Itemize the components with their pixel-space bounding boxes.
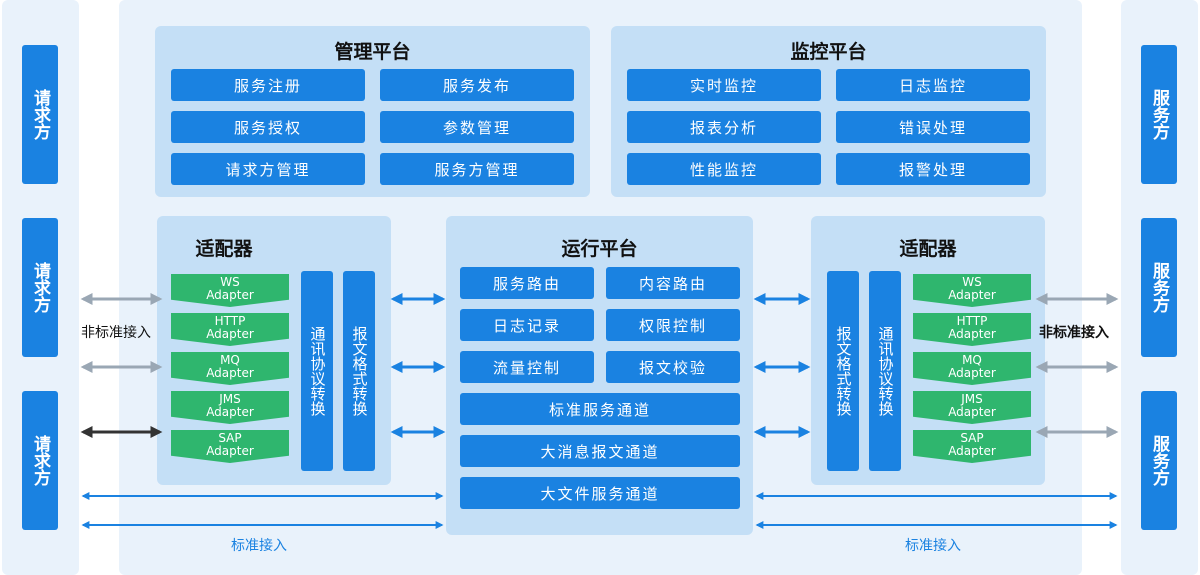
left-mq-adapter: MQ Adapter (171, 352, 289, 385)
service-routing-button: 服务路由 (460, 267, 594, 299)
provider-box-3: 服务方 (1141, 391, 1177, 530)
provider-box-2: 服务方 (1141, 218, 1177, 357)
log-monitor-button: 日志监控 (836, 69, 1030, 101)
left-adapter-title: 适配器 (195, 238, 253, 260)
monitoring-platform-title: 监控平台 (790, 41, 867, 63)
requester-manage-button: 请求方管理 (171, 153, 365, 185)
provider-manage-button: 服务方管理 (380, 153, 574, 185)
monitoring-platform: 监控平台 实时监控 日志监控 报表分析 错误处理 性能监控 报警处理 (611, 26, 1046, 197)
left-nonstandard-label: 非标准接入 (81, 325, 151, 341)
management-platform: 管理平台 服务注册 服务发布 服务授权 参数管理 请求方管理 服务方管理 (155, 26, 590, 197)
right-sap-adapter: SAP Adapter (913, 430, 1031, 463)
right-format-conversion-bar: 报文格式转换 (827, 271, 859, 471)
right-adapter-panel: 适配器 报文格式转换 通讯协议转换 WS Adapter HTTP Adapte… (811, 216, 1045, 485)
service-publish-button: 服务发布 (380, 69, 574, 101)
provider-box-1: 服务方 (1141, 45, 1177, 184)
right-protocol-conversion-bar: 通讯协议转换 (869, 271, 901, 471)
right-nonstandard-label: 非标准接入 (1039, 325, 1109, 341)
right-standard-label: 标准接入 (905, 538, 961, 554)
right-jms-adapter: JMS Adapter (913, 391, 1031, 424)
alarm-handling-button: 报警处理 (836, 153, 1030, 185)
error-handling-button: 错误处理 (836, 111, 1030, 143)
standard-service-channel: 标准服务通道 (460, 393, 740, 425)
management-platform-title: 管理平台 (334, 41, 411, 63)
requester-box-1: 请求方 (22, 45, 58, 184)
right-adapter-title: 适配器 (899, 238, 957, 260)
requester-box-3: 请求方 (22, 391, 58, 530)
right-http-adapter: HTTP Adapter (913, 313, 1031, 346)
large-message-channel: 大消息报文通道 (460, 435, 740, 467)
service-authorize-button: 服务授权 (171, 111, 365, 143)
service-register-button: 服务注册 (171, 69, 365, 101)
runtime-platform-title: 运行平台 (561, 238, 638, 260)
traffic-control-button: 流量控制 (460, 351, 594, 383)
parameter-manage-button: 参数管理 (380, 111, 574, 143)
right-ws-adapter: WS Adapter (913, 274, 1031, 307)
left-ws-adapter: WS Adapter (171, 274, 289, 307)
realtime-monitor-button: 实时监控 (627, 69, 821, 101)
right-mq-adapter: MQ Adapter (913, 352, 1031, 385)
left-sap-adapter: SAP Adapter (171, 430, 289, 463)
left-protocol-conversion-bar: 通讯协议转换 (301, 271, 333, 471)
requester-box-2: 请求方 (22, 218, 58, 357)
left-http-adapter: HTTP Adapter (171, 313, 289, 346)
left-standard-label: 标准接入 (231, 538, 287, 554)
message-validation-button: 报文校验 (606, 351, 740, 383)
permission-control-button: 权限控制 (606, 309, 740, 341)
runtime-platform: 运行平台 服务路由 内容路由 日志记录 权限控制 流量控制 报文校验 标准服务通… (446, 216, 753, 535)
report-analysis-button: 报表分析 (627, 111, 821, 143)
log-record-button: 日志记录 (460, 309, 594, 341)
left-format-conversion-bar: 报文格式转换 (343, 271, 375, 471)
left-jms-adapter: JMS Adapter (171, 391, 289, 424)
performance-monitor-button: 性能监控 (627, 153, 821, 185)
left-adapter-panel: 适配器 WS Adapter HTTP Adapter MQ Adapter J… (157, 216, 391, 485)
content-routing-button: 内容路由 (606, 267, 740, 299)
large-file-channel: 大文件服务通道 (460, 477, 740, 509)
